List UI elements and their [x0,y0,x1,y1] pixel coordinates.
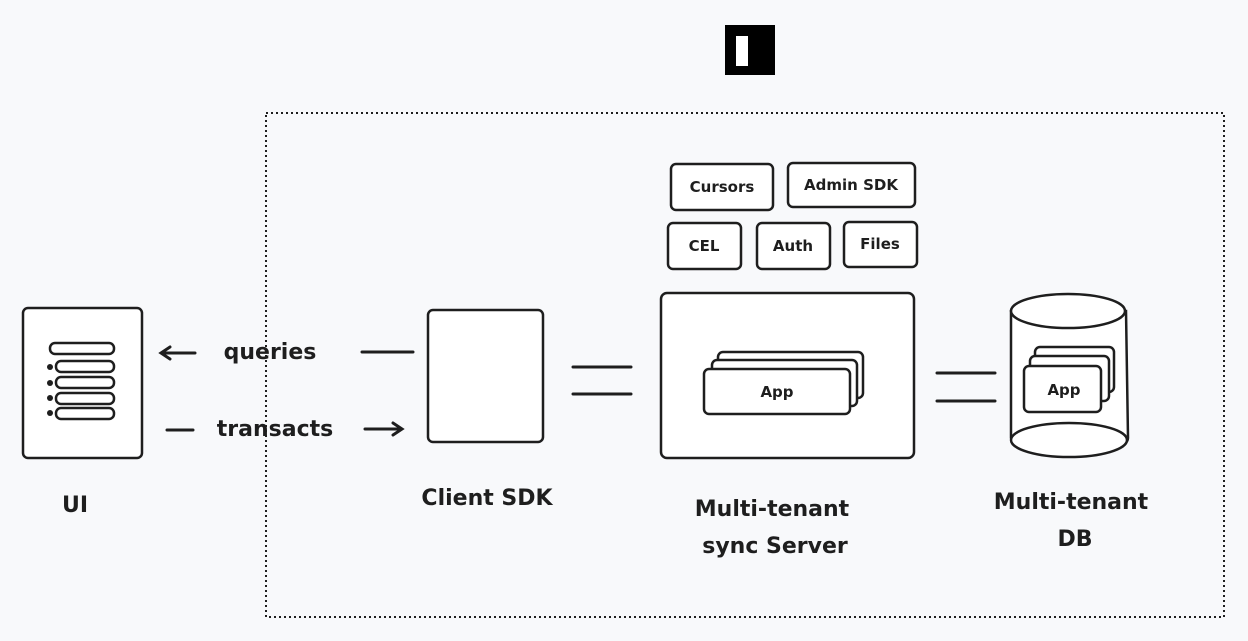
db-app-label: App [1047,381,1080,399]
svg-text:Auth: Auth [773,237,813,255]
client-server-connection [571,365,633,396]
server-db-connection [935,371,997,403]
sync-server-node: App Multi-tenant sync Server [659,291,916,559]
db-label-line1: Multi-tenant [994,490,1149,515]
logo [725,25,775,75]
transacts-label: transacts [217,417,333,442]
server-label-line2: sync Server [702,534,848,559]
service-files: Files [842,220,919,269]
svg-text:Admin SDK: Admin SDK [804,176,899,194]
db-label-line2: DB [1057,527,1092,552]
svg-text:Files: Files [860,235,900,253]
transacts-arrow: transacts [165,417,405,442]
svg-text:CEL: CEL [689,237,720,255]
service-cel: CEL [666,221,743,271]
ui-label: UI [62,493,88,518]
server-app-label: App [760,383,793,401]
list-icon [47,341,116,421]
svg-text:Cursors: Cursors [690,178,755,196]
backend-boundary [265,112,1225,618]
service-auth: Auth [755,221,832,271]
client-sdk-label: Client SDK [421,486,553,511]
service-admin-sdk: Admin SDK [786,161,917,209]
service-cursors: Cursors [669,162,775,212]
database-node: App Multi-tenant DB [994,292,1149,552]
client-sdk-node: Client SDK [421,308,554,511]
server-label-line1: Multi-tenant [695,497,850,522]
queries-arrow: queries [158,340,415,365]
queries-label: queries [224,340,317,365]
ui-node: UI [21,306,144,518]
